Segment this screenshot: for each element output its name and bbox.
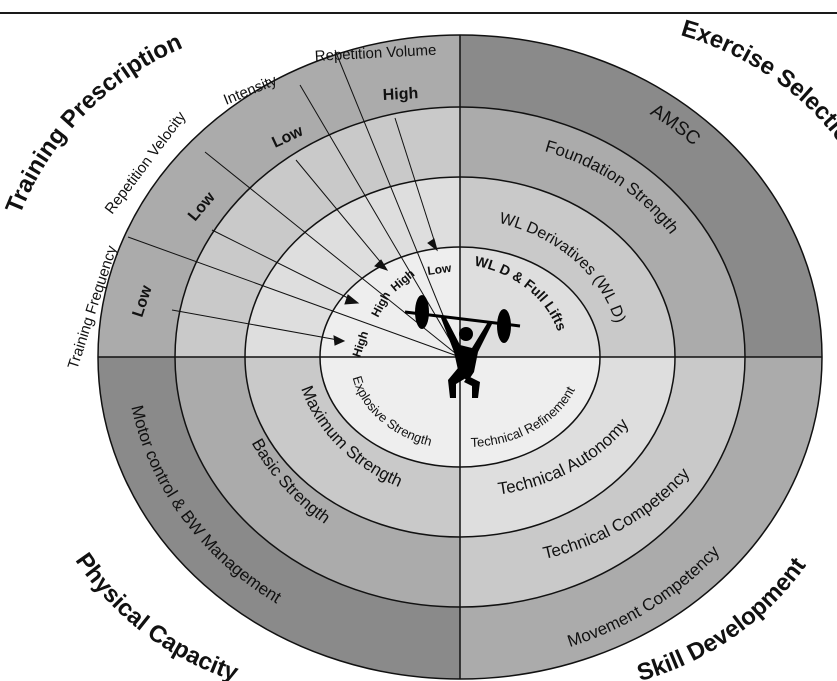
lifter-head: [459, 327, 473, 341]
level-volume-inner: Low: [426, 261, 452, 278]
physical-capacity-quadrant: [97, 357, 460, 680]
param-repetition-volume: Repetition Volume: [314, 42, 436, 65]
prescription-lines: [127, 49, 461, 358]
lifter-torso-arms: [441, 316, 492, 380]
arrow-velocity-head: [344, 294, 360, 305]
volume-line: [334, 49, 461, 358]
lifter-left-leg: [448, 368, 466, 398]
skill-development-quadrant: [460, 357, 823, 680]
arrow-intensity-head: [374, 259, 389, 271]
arrow-frequency-head: [333, 335, 346, 346]
arrow-velocity: [211, 229, 353, 301]
top-rule: [0, 12, 837, 14]
tr-ring-core: [460, 246, 601, 357]
bl-ring-core: [319, 357, 460, 468]
barbell-plate-left: [415, 295, 429, 329]
br-ring-core: [460, 357, 601, 468]
arrow-frequency: [171, 309, 339, 341]
exercise-selection-quadrant: [460, 34, 823, 357]
prescription-arrows: [171, 117, 438, 346]
level-volume-outer: High: [382, 85, 418, 104]
arrow-intensity: [295, 159, 384, 266]
intensity-line: [299, 84, 461, 358]
arrow-volume: [394, 117, 436, 244]
lifter-right-leg: [464, 376, 480, 398]
weightlifter-icon: [404, 295, 521, 398]
frequency-line: [127, 236, 461, 358]
arrow-volume-head: [427, 238, 438, 252]
barbell-plate-right: [497, 309, 511, 343]
